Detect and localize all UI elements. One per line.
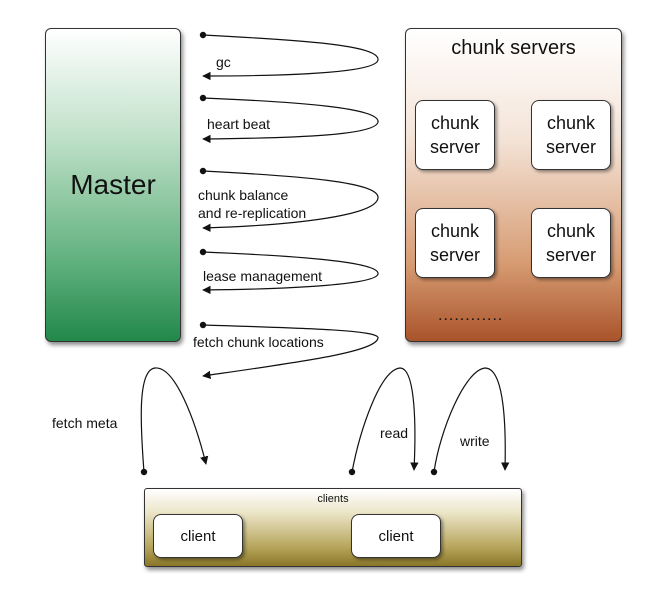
chunk-balance-label-line2: and re-replication (198, 205, 307, 221)
write-label: write (460, 433, 490, 449)
clients-title: clients (317, 493, 349, 505)
chunk-balance-label-line1: chunk balance (198, 187, 289, 203)
lease-management-label: lease management (203, 268, 323, 284)
fetch-meta-label: fetch meta (52, 415, 118, 431)
more-servers-ellipsis: ............ (438, 307, 504, 324)
heartbeat-arrow (202, 97, 379, 144)
lease-arrow (202, 251, 379, 295)
client-node: client (153, 514, 243, 558)
read-arrow (351, 367, 419, 473)
write-arrow (433, 367, 510, 473)
chunk-servers-title: chunk servers (451, 37, 576, 59)
fetch-chunk-locations-label: fetch chunk locations (193, 334, 324, 350)
fetch-locations-arrow (202, 324, 379, 380)
fetch-meta-arrow (140, 367, 209, 473)
gc-arrow (202, 34, 379, 81)
read-label: read (380, 425, 409, 441)
clients-group: clients client client (144, 488, 522, 567)
chunk-balance-arrow (202, 170, 379, 232)
gc-label: gc (216, 54, 231, 70)
client-node: client (351, 514, 441, 558)
master-label: Master (70, 169, 156, 200)
heartbeat-label: heart beat (207, 116, 271, 132)
master-node: Master (45, 28, 181, 342)
